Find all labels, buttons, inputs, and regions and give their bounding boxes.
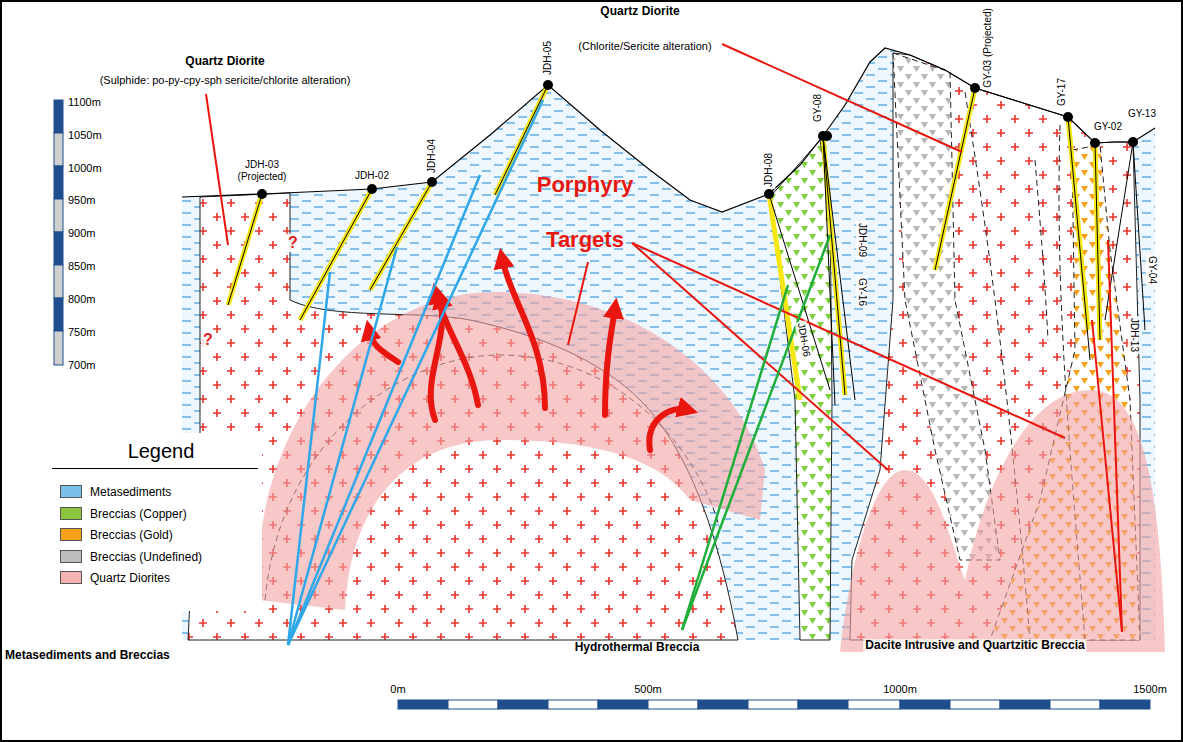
scale-label: 0m (390, 683, 405, 696)
label-holder: 800m (68, 293, 96, 306)
scale-label: 750m (68, 326, 96, 339)
drillhole-label: JDH-02 (353, 170, 391, 182)
label-holder: Quartz Diorite (600, 5, 679, 19)
legend-swatch (60, 507, 82, 520)
label-holder: 1000m (883, 683, 917, 696)
label-holder: Legend (128, 440, 195, 463)
drillhole-label: GY-03 (Projected) (982, 6, 994, 90)
label-holder: (Sulphide: po-py-cpy-sph sericite/chlori… (100, 74, 351, 87)
drillhole-label: JDH-06 (795, 320, 813, 359)
label-holder: ? (201, 331, 215, 349)
label-holder: 950m (68, 194, 96, 207)
drillhole-label: JDH-04 (426, 137, 438, 175)
label-holder: 900m (68, 227, 96, 240)
label-holder: 700m (68, 359, 96, 372)
label-holder: GY-02 (1092, 121, 1124, 133)
legend-row: Breccias (Copper) (48, 506, 262, 522)
legend-title: Legend (128, 440, 195, 463)
legend-text: Metasediments (90, 484, 171, 500)
label-holder: ? (286, 234, 300, 252)
label-holder: JDH-02 (353, 170, 391, 182)
scale-label: 500m (634, 683, 662, 696)
legend-text: Breccias (Gold) (90, 527, 173, 543)
label-holder: GY-04 (1146, 254, 1158, 286)
drillhole-label: JDH-13 (1128, 316, 1140, 354)
legend-text: Quartz Diorites (90, 570, 170, 586)
label-holder: GY-13 (1126, 108, 1158, 120)
legend-text: Breccias (Undefined) (90, 549, 202, 565)
scale-label: 1100m (68, 96, 101, 109)
drillhole-label: GY-16 (856, 276, 868, 308)
label-holder: 0m (390, 683, 405, 696)
drillhole-label: GY-04 (1146, 254, 1158, 286)
label-holder: JDH-09 (856, 221, 868, 259)
drillhole-label: GY-02 (1092, 121, 1124, 133)
drillhole-label: GY-17 (1056, 76, 1068, 108)
rock-label: Quartz Diorite (185, 55, 264, 69)
label-holder: JDH-06 (795, 320, 813, 359)
drillhole-label: JDH-08 (763, 151, 775, 189)
legend-row: Quartz Diorites (48, 570, 262, 586)
callout-label: Hydrothermal Breccia (573, 641, 702, 655)
label-holder: JDH-04 (426, 137, 438, 175)
drillhole-label: GY-08 (812, 92, 824, 124)
label-holder: 1100m (68, 96, 101, 109)
scale-label: 1050m (68, 129, 102, 142)
label-holder: JDH-08 (763, 151, 775, 189)
label-holder: 750m (68, 326, 96, 339)
scale-label: 900m (68, 227, 96, 240)
legend-swatch (60, 528, 82, 541)
label-holder: JDH-05 (542, 39, 554, 77)
label-holder: Quartz Diorite (185, 55, 264, 69)
query-mark: ? (201, 331, 215, 349)
rock-label: Quartz Diorite (600, 5, 679, 19)
legend-row: Metasediments (48, 484, 262, 500)
label-holder: 1050m (68, 129, 102, 142)
scale-label: 800m (68, 293, 96, 306)
query-mark: ? (286, 234, 300, 252)
target-label: Porphyry Targets (523, 157, 647, 267)
scale-label: 700m (68, 359, 96, 372)
callout-label: Metasediments and Breccias (5, 649, 170, 663)
label-holder: Hydrothermal Breccia (573, 641, 702, 655)
label-holder: GY-03 (Projected) (982, 6, 994, 90)
callout-label: Dacite Intrusive and Quartzitic Breccia (863, 639, 1086, 653)
label-holder: Porphyry Targets (523, 157, 647, 267)
drillhole-label: JDH-03 (Projected) (231, 159, 293, 182)
label-holder: 1500m (1133, 683, 1167, 696)
scale-label: 1500m (1133, 683, 1167, 696)
scale-label: 1000m (883, 683, 917, 696)
label-holder: GY-17 (1056, 76, 1068, 108)
label-holder: JDH-13 (1128, 316, 1140, 354)
drillhole-label: GY-13 (1126, 108, 1158, 120)
scale-label: 850m (68, 260, 96, 273)
alteration-note: (Sulphide: po-py-cpy-sph sericite/chlori… (100, 74, 351, 87)
label-holder: 850m (68, 260, 96, 273)
alteration-note: (Chlorite/Sericite alteration) (578, 40, 711, 53)
legend-swatch (60, 571, 82, 584)
label-holder: (Chlorite/Sericite alteration) (578, 40, 711, 53)
legend-swatch (60, 550, 82, 563)
label-holder: Metasediments and Breccias (5, 649, 170, 663)
legend-rule (52, 468, 258, 469)
label-holder: GY-16 (856, 276, 868, 308)
legend-text: Breccias (Copper) (90, 506, 187, 522)
label-holder: GY-08 (812, 92, 824, 124)
label-holder: 1000m (68, 162, 102, 175)
drillhole-label: JDH-05 (542, 39, 554, 77)
legend-swatch (60, 485, 82, 498)
label-holder: 500m (634, 683, 662, 696)
drillhole-label: JDH-09 (856, 221, 868, 259)
label-holder: Dacite Intrusive and Quartzitic Breccia (863, 639, 1086, 653)
legend-row: Breccias (Gold) (48, 527, 262, 543)
label-holder: JDH-03 (Projected) (231, 159, 293, 182)
scale-label: 1000m (68, 162, 102, 175)
scale-label: 950m (68, 194, 96, 207)
legend-row: Breccias (Undefined) (48, 549, 262, 565)
